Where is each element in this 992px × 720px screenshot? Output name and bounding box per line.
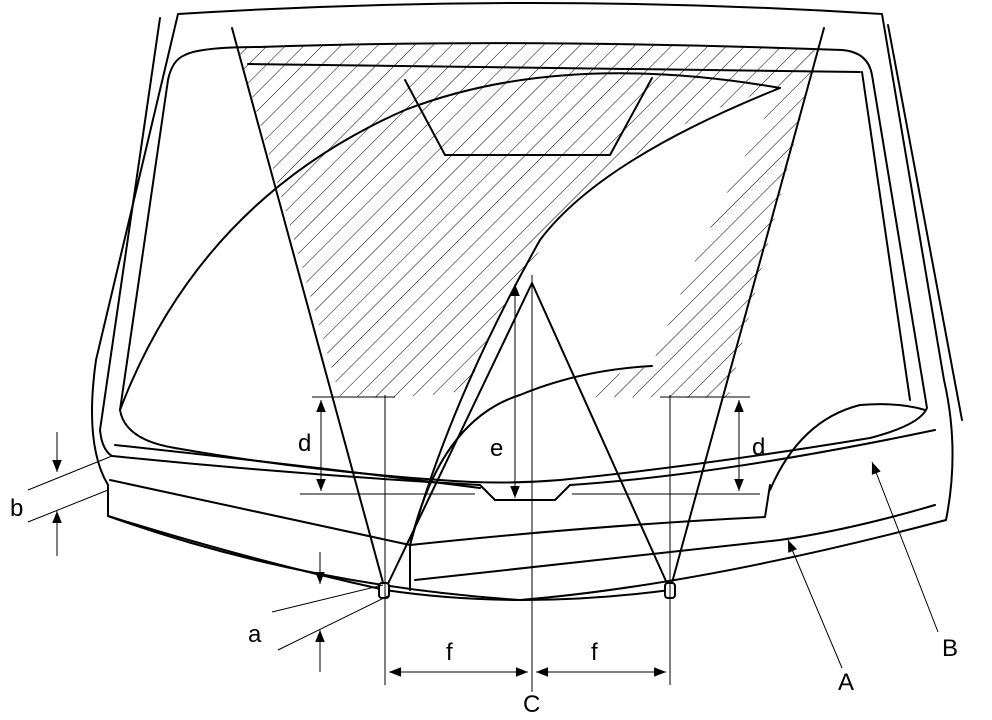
label-a-upper: A xyxy=(838,669,854,696)
label-f-right: f xyxy=(591,639,598,666)
wiper-sweep-lines xyxy=(119,27,825,591)
dimension-labels: a b d d e f f C A B xyxy=(10,430,958,718)
label-b-upper: B xyxy=(942,635,958,662)
label-f-left: f xyxy=(446,639,453,666)
label-d-left: d xyxy=(298,430,311,457)
label-e: e xyxy=(490,435,503,462)
label-d-right: d xyxy=(752,434,765,461)
label-b: b xyxy=(10,495,23,522)
dimension-lines xyxy=(27,275,939,692)
label-a: a xyxy=(248,621,262,648)
wiped-area-hatch xyxy=(232,43,824,398)
label-c: C xyxy=(523,691,540,718)
